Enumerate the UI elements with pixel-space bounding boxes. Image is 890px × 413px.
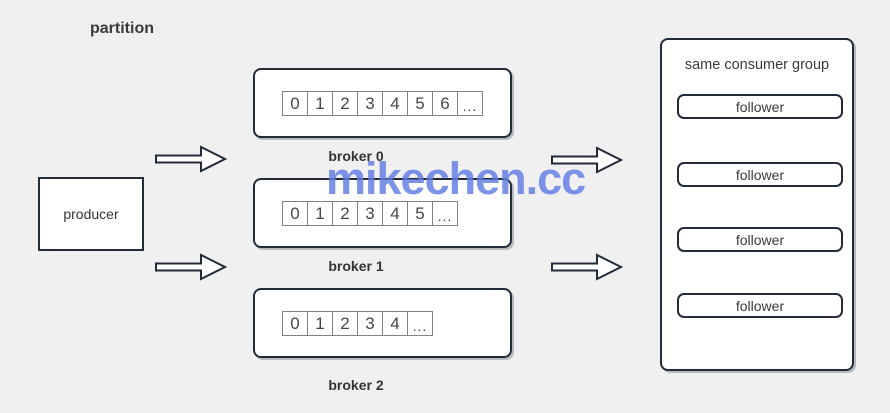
broker-2-node: 0 1 2 3 4 ... [253,288,512,358]
broker-0-label: broker 0 [328,148,384,164]
broker-1-label: broker 1 [328,258,384,274]
offset-cell-ellipsis: ... [432,201,458,226]
broker-1-node: 0 1 2 3 4 5 ... [253,178,512,248]
offset-cell: 1 [307,311,333,336]
offset-cell: 3 [357,91,383,116]
diagram-title: partition [90,20,154,37]
follower-label: follower [735,98,785,115]
offset-cell: 3 [357,311,383,336]
broker-0-node: 0 1 2 3 4 5 6 ... [253,68,512,138]
offset-cell: 5 [407,201,433,226]
offset-cell: 2 [332,91,358,116]
follower-node: follower [677,227,843,252]
offset-cell: 0 [282,311,308,336]
right-block-arrow-icon [155,145,227,173]
offset-cell: 1 [307,201,333,226]
follower-label: follower [735,166,785,183]
right-block-arrow-icon [551,146,623,174]
follower-node: follower [677,293,843,318]
follower-node: follower [677,162,843,187]
offset-cell-ellipsis: ... [407,311,433,336]
offset-cell: 2 [332,201,358,226]
broker-2-label: broker 2 [328,377,384,393]
offset-cell: 6 [432,91,458,116]
offset-cell: 4 [382,91,408,116]
broker-2-offset-row: 0 1 2 3 4 ... [282,311,433,336]
right-block-arrow-icon [551,253,623,281]
offset-cell: 4 [382,201,408,226]
offset-cell: 3 [357,201,383,226]
offset-cell: 0 [282,201,308,226]
right-block-arrow-icon [155,253,227,281]
offset-cell: 1 [307,91,333,116]
consumer-group-node: same consumer group follower follower fo… [660,38,854,371]
broker-1-offset-row: 0 1 2 3 4 5 ... [282,201,458,226]
consumer-group-title: same consumer group [684,57,830,73]
producer-node: producer [38,177,144,251]
follower-label: follower [735,297,785,314]
offset-cell: 2 [332,311,358,336]
producer-label: producer [63,206,119,222]
offset-cell: 4 [382,311,408,336]
broker-0-offset-row: 0 1 2 3 4 5 6 ... [282,91,483,116]
offset-cell: 5 [407,91,433,116]
follower-label: follower [735,231,785,248]
offset-cell-ellipsis: ... [457,91,483,116]
follower-node: follower [677,94,843,119]
offset-cell: 0 [282,91,308,116]
